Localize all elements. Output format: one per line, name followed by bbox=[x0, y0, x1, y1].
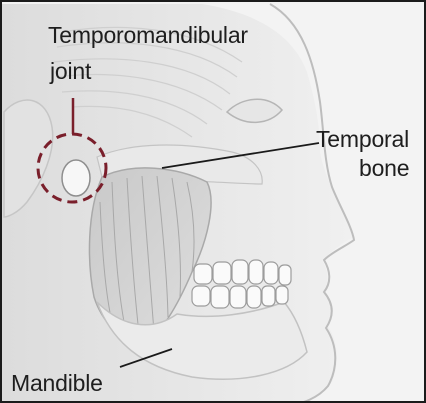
label-mandible: Mandible bbox=[11, 370, 103, 396]
label-temporomandibular: Temporomandibular bbox=[48, 22, 248, 48]
condyle bbox=[62, 160, 90, 196]
label-joint: joint bbox=[50, 58, 91, 84]
label-temporal: Temporal bbox=[316, 126, 409, 152]
label-bone: bone bbox=[359, 155, 409, 181]
